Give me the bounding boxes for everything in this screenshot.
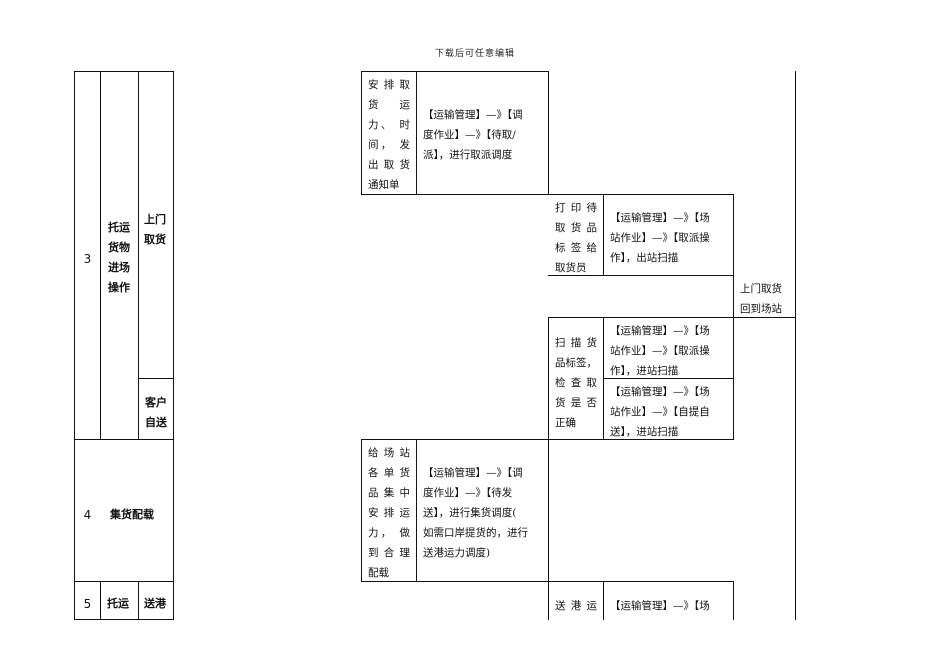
table-line [548, 439, 549, 620]
table-line [733, 317, 796, 318]
row-number: 4 [83, 508, 92, 522]
step-path: 【运输管理】—》【调 度作业】—》【待发 送】，进行集货调度( 如需口岸提货的，… [423, 467, 528, 559]
table-line [603, 378, 734, 379]
table-line [603, 317, 604, 440]
step-action: 上门取货 回到场站 [740, 283, 782, 315]
table-line [361, 71, 362, 195]
table-line [548, 194, 734, 195]
row-category: 集货配载 [110, 508, 154, 521]
step-path: 【运输管理】—》【场 站作业】—》【取派操 作】，出站扫描 [610, 212, 710, 264]
table-line [548, 581, 734, 582]
table-line [74, 71, 75, 620]
sub-category-pickup: 上门 取货 [144, 213, 166, 246]
table-line [361, 439, 362, 582]
table-line [361, 194, 549, 195]
table-line [74, 581, 174, 582]
table-line [733, 317, 734, 440]
table-line [361, 71, 549, 72]
step-action: 送 港 运 [555, 600, 597, 612]
step-action: 打 印 待 取 货 品 标 签 给 取货员 [555, 202, 597, 274]
sub-category-port: 送港 [144, 597, 166, 610]
table-line [361, 581, 549, 582]
table-line [74, 619, 174, 620]
table-line [733, 194, 734, 276]
table-line [548, 275, 734, 276]
step-action: 给 场 站 各 单 货 品 集 中 安 排 运 力， 做 到 合 理 配载 [368, 447, 410, 579]
table-line [416, 71, 417, 195]
table-line [138, 71, 139, 440]
table-line [548, 317, 549, 440]
sub-category-self-delivery: 客户 自送 [145, 396, 167, 429]
table-line [361, 439, 549, 440]
table-line [416, 439, 417, 582]
table-line [100, 581, 101, 620]
table-line [795, 71, 796, 620]
table-line [548, 71, 549, 195]
table-line [173, 71, 174, 620]
step-path: 【运输管理】—》【场 站作业】—》【取派操 作】，进站扫描 [610, 325, 710, 377]
table-line [603, 581, 604, 620]
table-line [733, 581, 734, 620]
step-path: 【运输管理】—》【场 站作业】—》【自提自 送】，进站扫描 [610, 386, 710, 438]
row-category: 托运 [107, 597, 129, 610]
step-path: 【运输管理】—》【调 度作业】—》【待取/ 派】，进行取派调度 [423, 109, 523, 161]
step-action: 扫 描 货 品标签， 检 查 取 货 是 否 正确 [555, 337, 597, 429]
table-line [74, 439, 174, 440]
row-number: 5 [83, 597, 92, 611]
table-line [100, 71, 101, 440]
page-header: 下载后可任意编辑 [434, 49, 515, 59]
table-line [74, 71, 174, 72]
row-category: 托运 货物 进场 操作 [108, 221, 130, 294]
table-line [138, 378, 174, 379]
table-line [548, 317, 734, 318]
row-number: 3 [83, 252, 92, 266]
step-action: 安 排 取 货 运 力、 时 间， 发 出 取 货 通知单 [368, 79, 410, 191]
table-line [603, 194, 604, 276]
table-line [138, 581, 139, 620]
table-line [548, 439, 734, 440]
table-line [733, 275, 734, 318]
step-path: 【运输管理】—》【场 [610, 600, 710, 612]
